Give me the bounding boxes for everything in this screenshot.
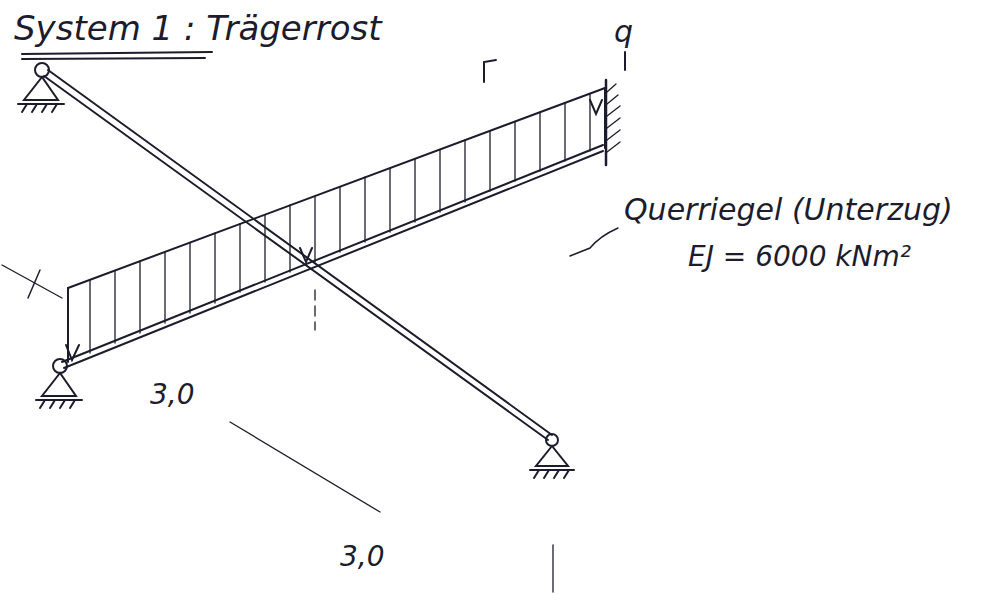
stiffness-label: EJ = 6000 kNm² — [688, 240, 911, 273]
cross-beam — [48, 70, 552, 435]
axis-line — [314, 290, 315, 330]
main-beam — [62, 145, 603, 362]
wall-hatching — [607, 84, 620, 152]
dimension-tick — [28, 270, 40, 298]
main-beam — [64, 151, 603, 368]
pin-support — [530, 434, 574, 478]
load-label: q — [614, 14, 633, 49]
dimension-label: 3,0 — [150, 378, 195, 411]
member-label: Querriegel (Unterzug) — [624, 192, 953, 227]
dimension-label: 3,0 — [340, 540, 385, 573]
load-marker — [484, 60, 496, 82]
pin-support — [36, 359, 82, 408]
diagram-title: System 1 : Trägerrost — [14, 8, 382, 48]
dimension-line — [552, 545, 553, 592]
load-marker — [624, 52, 626, 70]
load-hatching — [90, 94, 590, 353]
load-arrow — [590, 100, 602, 114]
dimension-line — [230, 422, 380, 512]
leader-line — [570, 228, 618, 256]
title-underline — [22, 58, 205, 59]
dimension-line — [2, 265, 62, 298]
pin-support — [18, 63, 64, 112]
cross-beam — [44, 76, 548, 440]
title-underline — [22, 52, 212, 54]
